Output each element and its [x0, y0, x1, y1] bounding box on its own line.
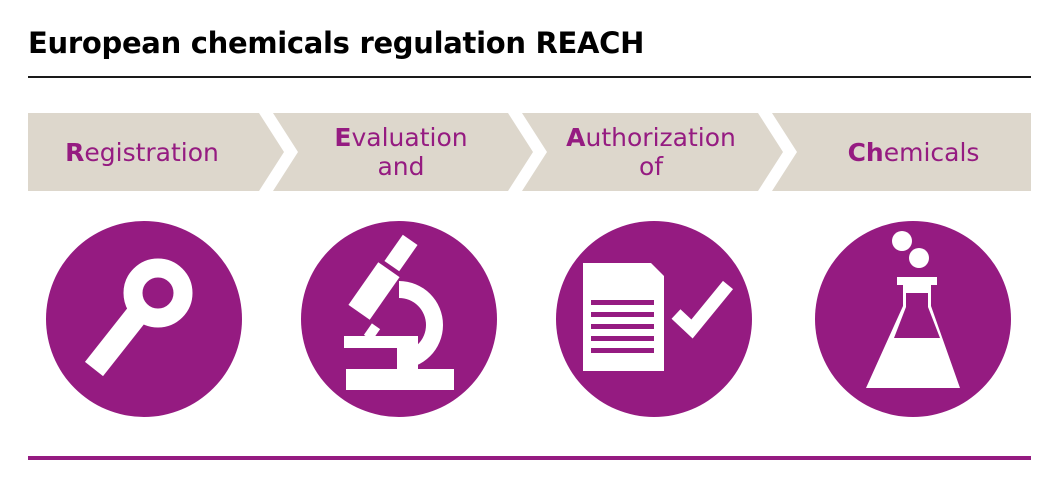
step-label-chemicals: Chemicals — [796, 113, 1031, 191]
chemicals-circle — [815, 221, 1011, 417]
microscope-icon — [344, 234, 454, 390]
step-word: uthorization — [585, 123, 736, 152]
step-initial: Ch — [847, 137, 884, 167]
evaluation-circle — [301, 221, 497, 417]
step-word: egistration — [84, 137, 219, 167]
step-word: valuation — [351, 123, 468, 152]
step-chevron-4 — [772, 113, 1031, 191]
page-title: European chemicals regulation REACH — [28, 26, 645, 60]
step-label-line-1: Registration — [65, 138, 219, 167]
step-label-line-1: Evaluation — [334, 123, 467, 152]
title-divider — [28, 76, 1031, 78]
step-initial: A — [566, 123, 586, 152]
step-label-evaluation: Evaluation and — [290, 113, 512, 191]
step-chevron-3 — [522, 113, 783, 191]
magnifier-icon — [84, 258, 193, 377]
step-chevron-1 — [28, 113, 284, 191]
registration-circle — [46, 221, 242, 417]
step-chevron-2 — [273, 113, 533, 191]
step-initial: R — [65, 137, 85, 167]
step-label-line-1: Chemicals — [848, 138, 980, 167]
document-check-icon — [583, 263, 734, 371]
flask-icon — [866, 231, 960, 388]
authorization-circle — [556, 221, 752, 417]
step-label-line-1: Authorization — [566, 123, 736, 152]
step-initial: E — [334, 123, 352, 152]
bottom-accent-bar — [28, 456, 1031, 460]
step-label-line-2: and — [377, 152, 425, 181]
step-label-line-2: of — [638, 152, 664, 181]
step-label-registration: Registration — [28, 113, 256, 191]
step-word: emicals — [883, 137, 980, 167]
step-label-authorization: Authorization of — [540, 113, 762, 191]
